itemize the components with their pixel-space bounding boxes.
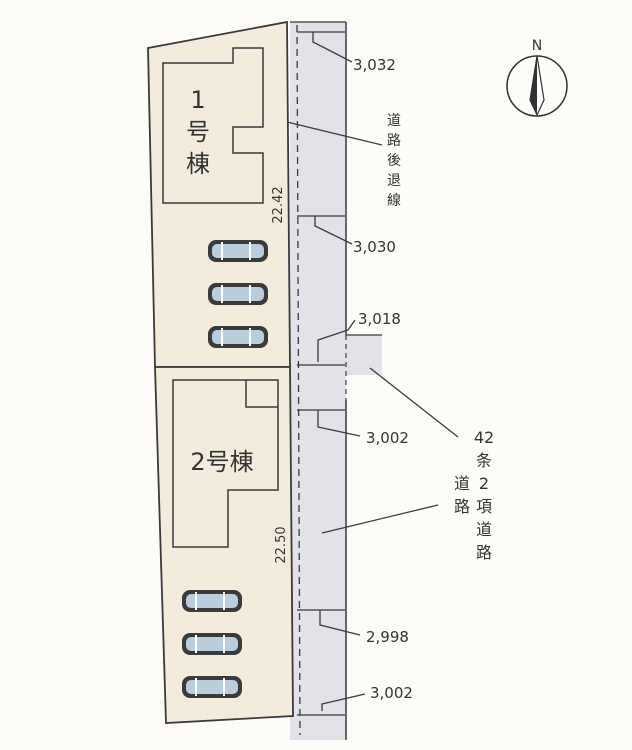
north-label: N (532, 38, 542, 54)
road-label: 道路 (454, 474, 470, 516)
car-icon (182, 676, 242, 698)
road-width-2: 3,030 (353, 238, 396, 256)
car-icon (208, 240, 268, 262)
road-width-1: 3,032 (353, 56, 396, 74)
road-width-6: 3,002 (370, 684, 413, 702)
car-icon (182, 633, 242, 655)
car-icon (182, 590, 242, 612)
car-icon (208, 283, 268, 305)
setback-line-label: 道路後退線 (387, 113, 401, 209)
building-2 (172, 379, 279, 548)
building-2-label: 2号棟 (190, 448, 253, 476)
lot-1 (147, 20, 291, 368)
road-widening (346, 335, 382, 375)
building-1 (162, 47, 264, 204)
frontage-1: 22.42 (271, 186, 286, 223)
frontage-2: 22.50 (274, 526, 289, 563)
car-icon (208, 326, 268, 348)
north-compass-icon: N (506, 38, 568, 117)
setback-line (296, 24, 301, 736)
road-width-3: 3,018 (358, 310, 401, 328)
road-width-5: 2,998 (366, 628, 409, 646)
road-area (290, 22, 346, 740)
lot-2 (154, 366, 294, 724)
road-width-4: 3,002 (366, 429, 409, 447)
